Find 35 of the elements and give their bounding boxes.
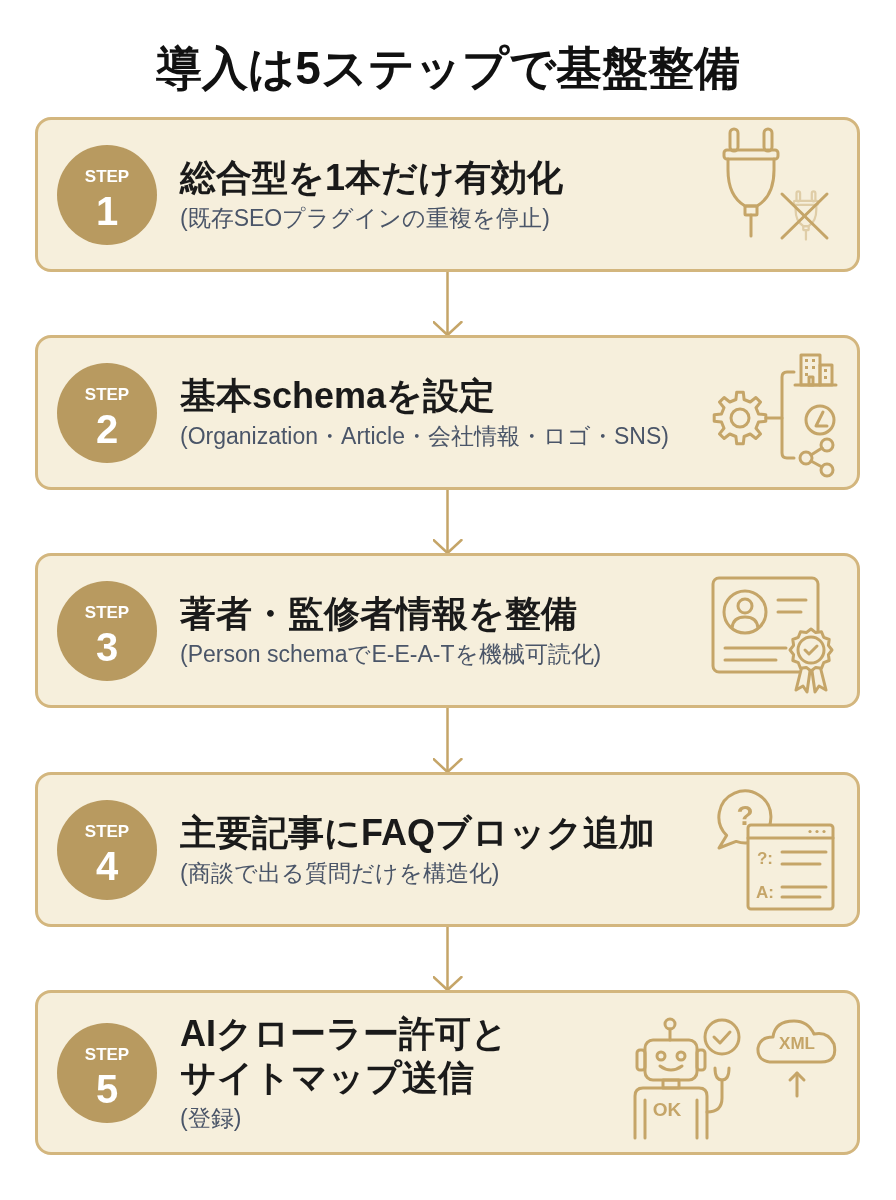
robot-label: OK: [652, 1099, 682, 1119]
step-number: 4: [95, 845, 119, 886]
step-number: 5: [95, 1068, 119, 1109]
step-description: (Organization・Article・会社情報・ロゴ・SNS): [180, 421, 669, 451]
step-number: 2: [95, 408, 119, 449]
step-card: [35, 117, 860, 272]
arrow: [432, 490, 463, 555]
step-title: 著者・監修者情報を整備: [180, 591, 577, 636]
step-description: (登録): [180, 1103, 242, 1133]
step-title: 主要記事にFAQブロック追加: [180, 810, 655, 855]
step-number: 1: [95, 190, 119, 231]
step-card: [35, 553, 860, 708]
arrow: [432, 272, 463, 337]
step-label: STEP: [84, 166, 130, 187]
title: 導入は5ステップで基盤整備: [155, 41, 741, 96]
step-label: STEP: [84, 821, 130, 842]
cloud-label: XML: [779, 1034, 815, 1052]
question-prefix-text: ?:: [757, 849, 773, 867]
step-card: [35, 335, 860, 490]
answer-prefix-text: A:: [756, 883, 774, 901]
step-number: 3: [95, 626, 119, 667]
step-title: 基本schemaを設定: [180, 373, 496, 418]
step-description: (既存SEOプラグインの重複を停止): [180, 203, 550, 233]
step-label: STEP: [84, 384, 130, 405]
step-label: STEP: [84, 1044, 130, 1065]
step-description: (商談で出る質問だけを構造化): [180, 858, 500, 888]
arrow: [432, 927, 463, 992]
arrow: [432, 708, 463, 774]
step-description: (Person schemaでE-E-A-Tを機械可読化): [180, 639, 602, 669]
step-title: AIクローラー許可とサイトマップ送信: [180, 1011, 509, 1100]
step-card: [35, 990, 860, 1155]
step-card: [35, 772, 860, 927]
question-mark-text: ?: [736, 802, 754, 830]
step-title: 総合型を1本だけ有効化: [180, 155, 564, 200]
step-label: STEP: [84, 602, 130, 623]
